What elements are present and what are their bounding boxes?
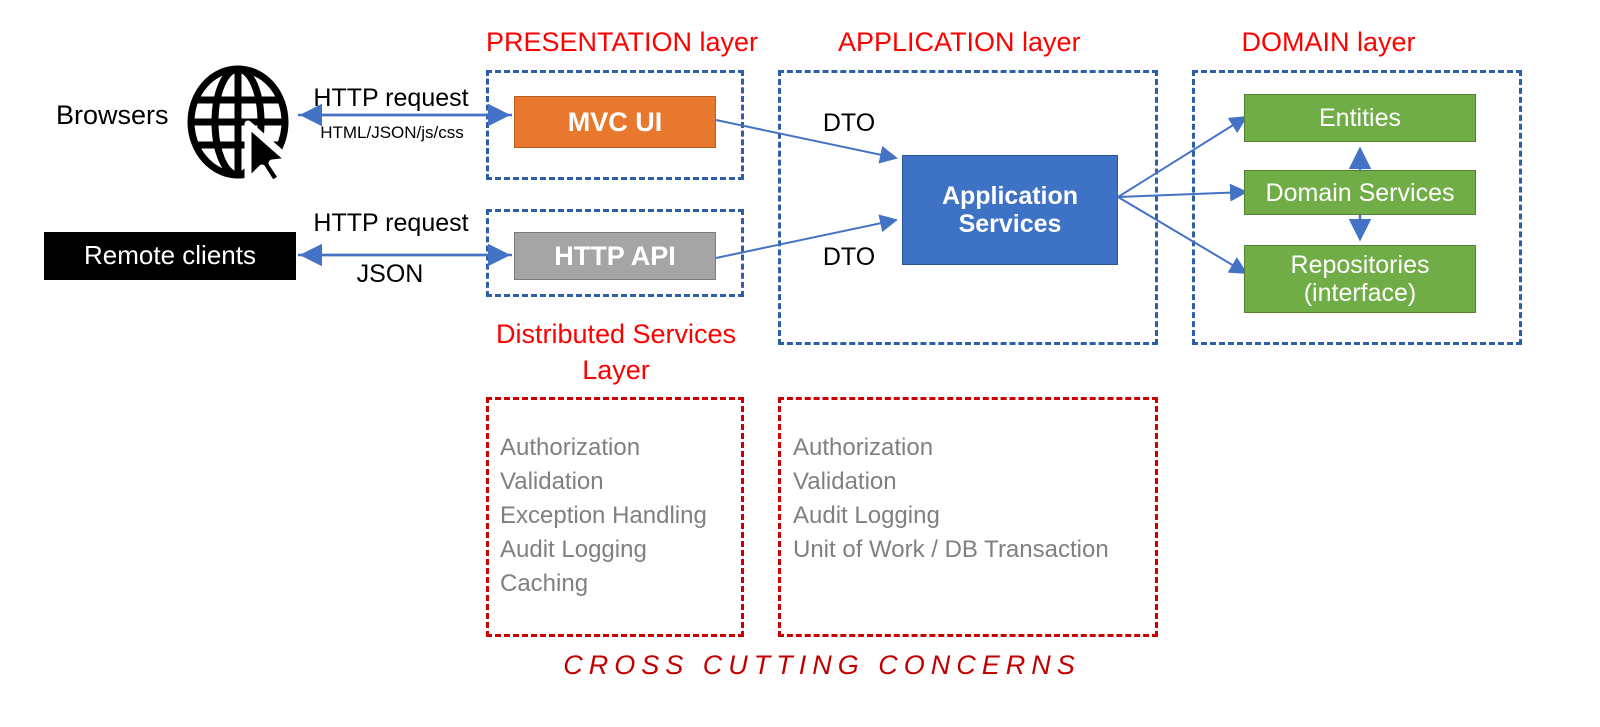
repositories-box: Repositories (interface) bbox=[1244, 245, 1476, 313]
domain-services-to-repositories-arrow bbox=[1348, 215, 1372, 247]
http-api-box: HTTP API bbox=[514, 232, 716, 280]
domain-layer-container bbox=[1192, 70, 1522, 345]
application-services-label-line2: Services bbox=[958, 210, 1062, 238]
application-layer-container bbox=[778, 70, 1158, 345]
presentation-crosscutting-container bbox=[486, 397, 744, 637]
list-item: Unit of Work / DB Transaction bbox=[793, 536, 1109, 564]
application-services-box: Application Services bbox=[902, 155, 1118, 265]
list-item: Validation bbox=[793, 468, 897, 496]
browsers-label: Browsers bbox=[56, 100, 169, 130]
list-item: Caching bbox=[500, 570, 589, 598]
application-crosscutting-container bbox=[778, 397, 1158, 637]
mvc-ui-box: MVC UI bbox=[514, 96, 716, 148]
remote-api-arrow bbox=[290, 243, 520, 267]
repositories-label-line1: Repositories bbox=[1290, 251, 1430, 279]
list-item: Exception Handling bbox=[500, 502, 707, 530]
application-layer-caption: APPLICATION layer bbox=[838, 27, 1081, 57]
list-item: Audit Logging bbox=[500, 536, 647, 564]
remote-response-label-below: JSON bbox=[356, 260, 424, 288]
domain-services-box: Domain Services bbox=[1244, 170, 1476, 215]
list-item: Authorization bbox=[793, 434, 934, 461]
distributed-services-layer-caption-line2: Layer bbox=[582, 355, 650, 385]
distributed-services-layer-caption-line1: Distributed Services bbox=[495, 319, 737, 349]
domain-services-to-entities-arrow bbox=[1348, 142, 1372, 172]
list-item: Audit Logging bbox=[793, 502, 940, 530]
crosscutting-concerns-footer: CROSS CUTTING CONCERNS bbox=[563, 650, 1081, 680]
remote-clients-box: Remote clients bbox=[44, 232, 296, 280]
app-to-domain-arrows bbox=[1117, 105, 1258, 285]
mvc-to-app-arrow bbox=[715, 118, 906, 166]
list-item: Authorization bbox=[500, 434, 641, 461]
presentation-crosscutting-list: Authorization Validation Exception Handl… bbox=[500, 431, 707, 601]
api-to-app-arrow bbox=[715, 214, 906, 262]
browser-request-label-above: HTTP request bbox=[313, 84, 469, 112]
list-item: Validation bbox=[500, 468, 604, 496]
domain-layer-caption: DOMAIN layer bbox=[1241, 27, 1416, 57]
browser-response-label-below: HTML/JSON/js/css bbox=[320, 123, 464, 142]
application-services-label-line1: Application bbox=[941, 182, 1079, 210]
presentation-layer-caption: PRESENTATION layer bbox=[486, 27, 759, 57]
repositories-label-line2: (interface) bbox=[1303, 279, 1417, 307]
browsers-mvc-arrow bbox=[290, 103, 520, 127]
remote-request-label-above: HTTP request bbox=[313, 209, 469, 237]
globe-cursor-icon bbox=[186, 64, 298, 188]
api-to-app-dto-label: DTO bbox=[822, 243, 876, 271]
mvc-to-app-dto-label: DTO bbox=[822, 109, 876, 137]
entities-box: Entities bbox=[1244, 94, 1476, 142]
application-crosscutting-list: Authorization Validation Audit Logging U… bbox=[793, 431, 1109, 567]
